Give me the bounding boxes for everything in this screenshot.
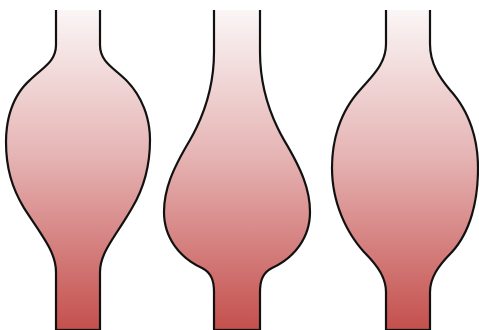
vase-shape-bulge-middle bbox=[332, 10, 478, 330]
vase-shape-bulge-lower bbox=[164, 10, 310, 330]
vase-shape-bulge-upper bbox=[6, 10, 150, 330]
